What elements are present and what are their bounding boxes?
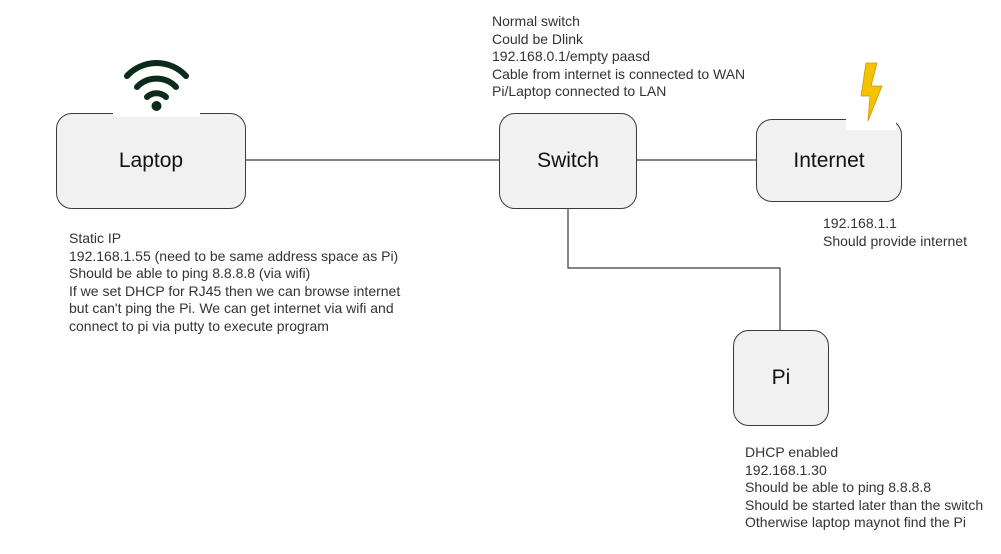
switch-note-line: 192.168.0.1/empty paasd — [492, 48, 651, 64]
laptop-notes: Static IP 192.168.1.55 (need to be same … — [69, 230, 400, 335]
pi-note-line: DHCP enabled — [745, 444, 839, 460]
laptop-note-line: connect to pi via putty to execute progr… — [69, 317, 329, 334]
switch-label: Switch — [537, 149, 599, 172]
lightning-bolt-icon — [846, 54, 896, 130]
switch-notes: Normal switch Could be Dlink 192.168.0.1… — [492, 13, 745, 101]
pi-note-line: Should be able to ping 8.8.8.8 — [745, 479, 932, 495]
switch-note-line: Pi/Laptop connected to LAN — [492, 83, 667, 99]
laptop-note-line: If we set DHCP for RJ45 then we can brow… — [69, 282, 401, 299]
pi-note-line: Otherwise laptop maynot find the Pi — [745, 514, 967, 530]
laptop-label: Laptop — [118, 149, 184, 172]
switch-note-line: Normal switch — [492, 13, 580, 29]
internet-node: Internet — [756, 119, 902, 202]
switch-note-line: Cable from internet is connected to WAN — [492, 65, 746, 82]
laptop-note-line: Static IP — [69, 230, 122, 246]
link-switch-pi — [567, 209, 781, 330]
internet-note-line: Should provide internet — [823, 232, 967, 249]
laptop-note-line: Should be able to ping 8.8.8.8 (via wifi… — [69, 265, 311, 281]
pi-note-line: 192.168.1.30 — [745, 461, 827, 478]
pi-label: Pi — [771, 366, 791, 389]
laptop-note-line: 192.168.1.55 (need to be same address sp… — [69, 247, 399, 264]
wifi-icon — [113, 54, 200, 117]
laptop-note-line: but can't ping the Pi. We can get intern… — [69, 300, 394, 316]
switch-node: Switch — [499, 113, 637, 209]
pi-notes: DHCP enabled 192.168.1.30 Should be able… — [745, 444, 983, 532]
internet-note-line: 192.168.1.1 — [823, 215, 897, 231]
switch-note-line: Could be Dlink — [492, 30, 584, 47]
internet-notes: 192.168.1.1 Should provide internet — [823, 215, 967, 250]
internet-label: Internet — [793, 148, 865, 172]
pi-note-line: Should be started later than the switch — [745, 496, 984, 513]
pi-node: Pi — [733, 330, 829, 426]
laptop-node: Laptop — [56, 113, 246, 209]
